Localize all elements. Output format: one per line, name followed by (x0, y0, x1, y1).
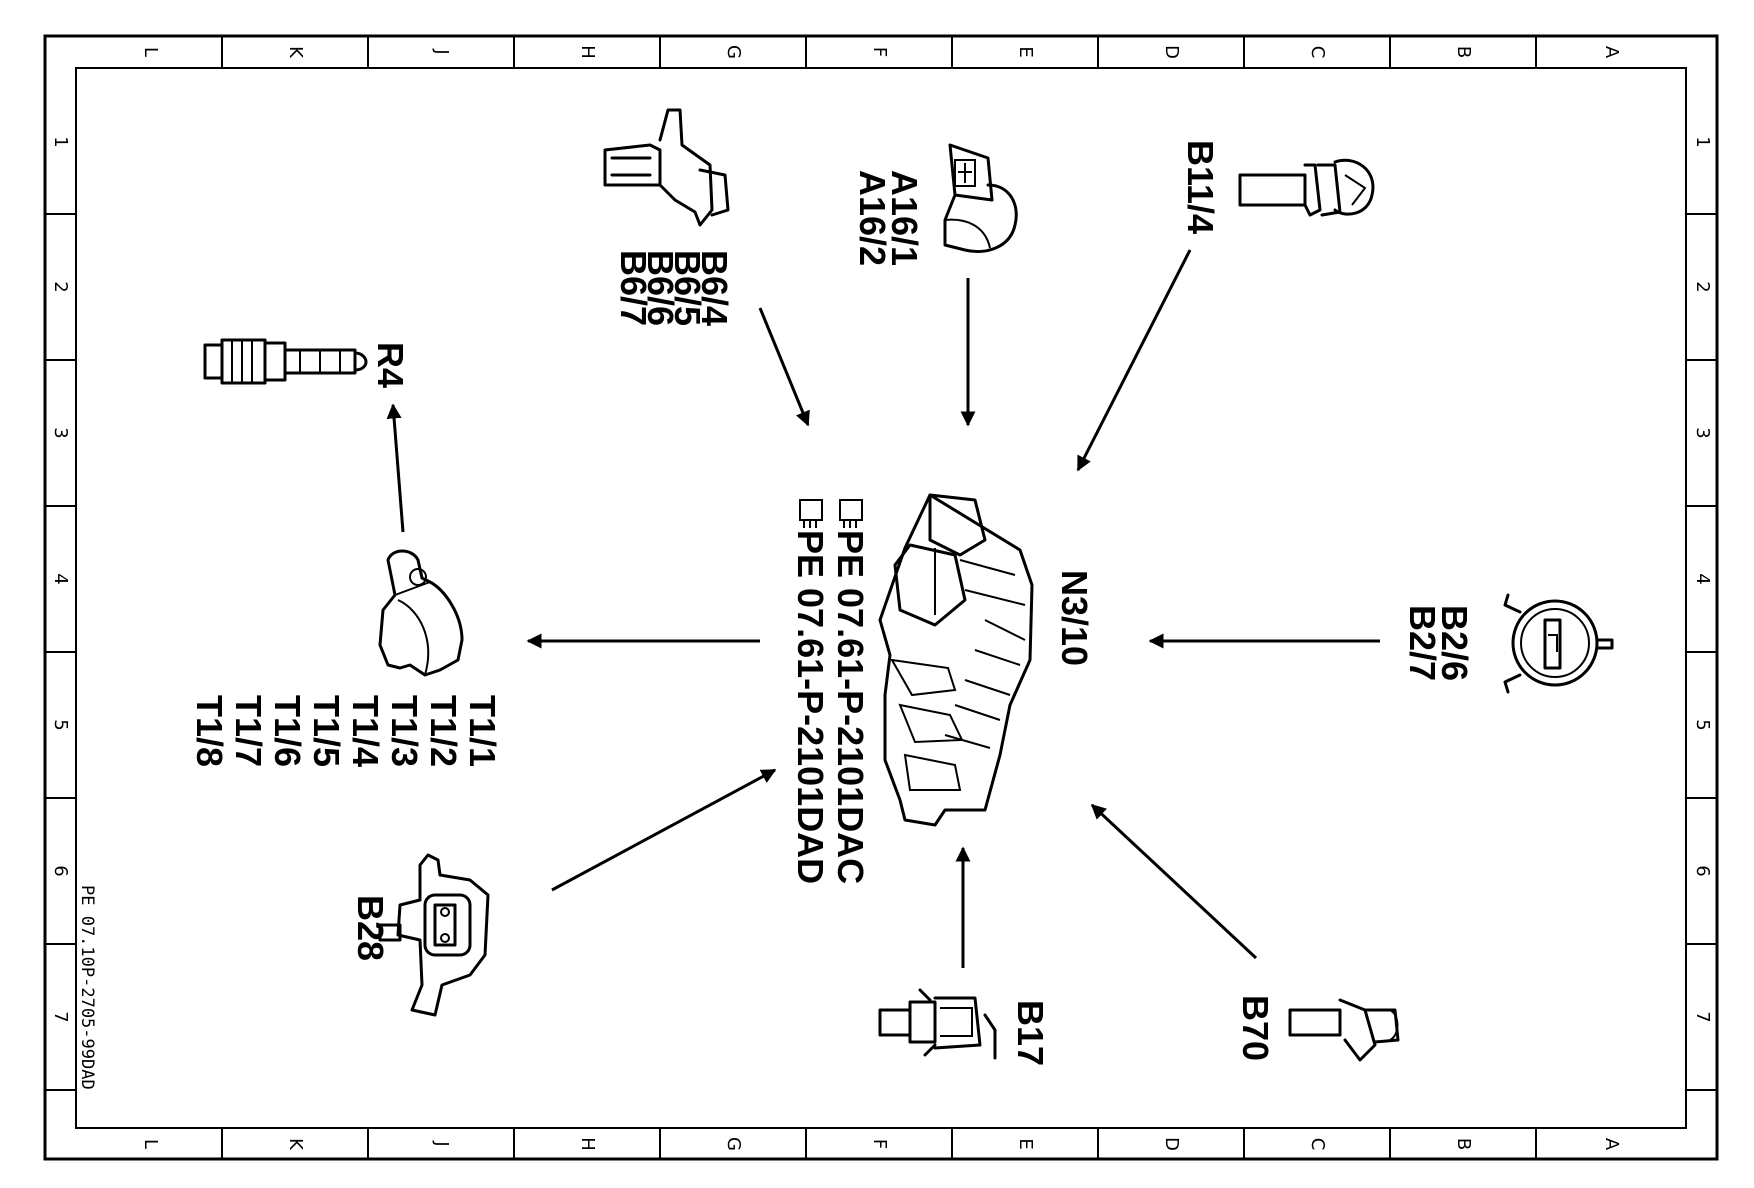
sensor-b2 (1503, 593, 1614, 694)
col-label: K (285, 1138, 306, 1151)
label-a16: A16/1 A16/2 (852, 170, 925, 266)
column-labels-bottom: L K J H G F E D C B A (140, 1137, 1622, 1151)
svg-text:T1/3: T1/3 (384, 695, 425, 767)
label-r4: R4 (370, 342, 411, 388)
sensor-b70 (1288, 998, 1400, 1062)
col-label: L (140, 1139, 161, 1149)
row-labels-left: 1 2 3 4 5 6 7 (50, 136, 71, 1022)
row-label: 5 (1692, 719, 1713, 730)
svg-text:T1/7: T1/7 (228, 695, 269, 767)
reference-line-1: PE 07.61-P-2101DAC (830, 530, 871, 884)
label-b70: B70 (1235, 995, 1276, 1061)
reference-line-2: PE 07.61-P-2101DAD (790, 530, 831, 884)
row-label: 3 (1692, 427, 1713, 438)
svg-text:T1/1: T1/1 (462, 695, 503, 767)
arrow-b28-to-n3 (551, 768, 777, 892)
arrow-b6-to-n3 (758, 307, 810, 427)
col-label: K (285, 46, 306, 59)
svg-text:B6/4: B6/4 (694, 250, 735, 326)
row-label: 4 (50, 573, 71, 584)
svg-text:B6/7: B6/7 (613, 250, 654, 326)
row-label: 5 (50, 719, 71, 730)
arrow-b11-to-n3 (1076, 249, 1192, 472)
sensor-b6 (603, 108, 730, 227)
col-label: C (1307, 46, 1328, 59)
label-b11-4: B11/4 (1180, 140, 1221, 234)
hand-pointer-icon (799, 499, 823, 528)
sheet-frame (43, 34, 1719, 1161)
col-label: J (431, 48, 452, 54)
svg-text:B2/6: B2/6 (1434, 605, 1475, 681)
svg-text:A16/2: A16/2 (852, 170, 893, 266)
col-label: D (1161, 45, 1182, 59)
column-labels-top: L K J H G F E D C B A (140, 45, 1622, 59)
col-label: G (723, 1137, 744, 1151)
col-label: C (1307, 1138, 1328, 1151)
row-label: 6 (1692, 865, 1713, 876)
col-label: H (577, 1137, 598, 1151)
col-label: H (577, 45, 598, 59)
label-b17: B17 (1010, 1000, 1051, 1066)
col-label: B (1453, 46, 1474, 58)
col-label: A (1601, 46, 1622, 59)
row-label: 2 (1692, 281, 1713, 292)
svg-text:B6/5: B6/5 (667, 250, 708, 326)
svg-text:T1/4: T1/4 (345, 695, 386, 767)
plug-r4 (203, 338, 368, 385)
sensor-b11-4 (1238, 158, 1375, 217)
row-label: 6 (50, 865, 71, 876)
sensor-b28 (378, 853, 490, 1017)
ignition-coil-t1 (378, 549, 464, 677)
col-label: J (431, 1140, 452, 1146)
row-labels-right: 1 2 3 4 5 6 7 (1692, 136, 1713, 1022)
reference-block: PE 07.61-P-2101DAC PE 07.61-P-2101DAD (790, 499, 871, 884)
hand-pointer-icon (839, 499, 863, 528)
row-label: 1 (1692, 136, 1713, 147)
row-label: 3 (50, 427, 71, 438)
label-b2: B2/6 B2/7 (1402, 605, 1475, 681)
arrow-t1-to-r4 (386, 403, 405, 533)
grid-ticks (45, 36, 1717, 1159)
row-label: 7 (50, 1011, 71, 1022)
col-label: F (869, 47, 890, 57)
col-label: L (140, 47, 161, 57)
row-label: 2 (50, 281, 71, 292)
col-label: G (723, 45, 744, 59)
signal-arrows (386, 249, 1380, 968)
sensor-a16 (943, 143, 1018, 254)
svg-text:T1/2: T1/2 (423, 695, 464, 767)
row-label: 7 (1692, 1011, 1713, 1022)
col-label: D (1161, 1137, 1182, 1151)
col-label: A (1601, 1138, 1622, 1151)
col-label: F (869, 1139, 890, 1149)
svg-text:T1/6: T1/6 (267, 695, 308, 767)
col-label: B (1453, 1138, 1474, 1150)
svg-text:T1/8: T1/8 (189, 695, 230, 767)
svg-text:B2/7: B2/7 (1402, 605, 1443, 681)
control-unit-n3-10 (878, 493, 1034, 827)
svg-text:A16/1: A16/1 (884, 170, 925, 266)
label-t1: T1/1 T1/2 T1/3 T1/4 T1/5 T1/6 T1/7 T1/8 (189, 695, 503, 767)
row-label: 4 (1692, 573, 1713, 584)
svg-text:B6/6: B6/6 (640, 250, 681, 326)
arrow-b70-to-n3 (1090, 803, 1258, 960)
drawing-reference: PE 07.10P-2705-99DAD (77, 885, 97, 1090)
row-label: 1 (50, 136, 71, 147)
label-b6: B6/4 B6/5 B6/6 B6/7 (613, 250, 735, 326)
label-b28: B28 (350, 895, 391, 961)
svg-text:T1/5: T1/5 (306, 695, 347, 767)
label-n3-10: N3/10 (1054, 570, 1095, 666)
col-label: E (1015, 46, 1036, 57)
sensor-b17 (878, 988, 997, 1060)
col-label: E (1015, 1138, 1036, 1149)
